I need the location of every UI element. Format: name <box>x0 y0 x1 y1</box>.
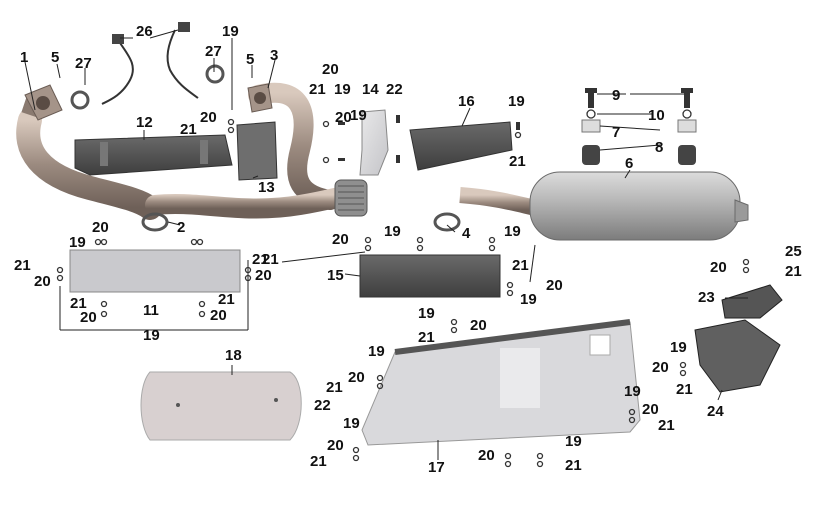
part-label: 20 <box>200 109 217 126</box>
part-label: 21 <box>509 153 526 170</box>
part-label: 20 <box>80 309 97 326</box>
part-label: 19 <box>222 23 239 40</box>
part-label: 17 <box>428 459 445 476</box>
part-label: 19 <box>418 305 435 322</box>
heat-shield-part-13 <box>236 121 278 181</box>
part-label: 19 <box>343 415 360 432</box>
part-label: 21 <box>512 257 529 274</box>
part-label: 20 <box>322 61 339 78</box>
part-label: 14 <box>362 81 379 98</box>
part-label: 23 <box>698 289 715 306</box>
part-label: 19 <box>143 327 160 344</box>
part-label: 20 <box>34 273 51 290</box>
part-label: 11 <box>143 302 159 319</box>
part-label: 19 <box>384 223 401 240</box>
part-label: 19 <box>334 81 351 98</box>
part-label: 1 <box>20 49 28 66</box>
part-label: 21 <box>310 453 327 470</box>
part-label: 21 <box>309 81 326 98</box>
part-label: 21 <box>658 417 675 434</box>
part-label: 19 <box>565 433 582 450</box>
part-label: 10 <box>648 107 665 124</box>
part-label: 21 <box>70 295 87 312</box>
part-label: 15 <box>327 267 344 284</box>
part-label: 5 <box>246 51 254 68</box>
part-label: 13 <box>258 179 275 196</box>
part-label: 21 <box>218 291 235 308</box>
part-label: 21 <box>565 457 582 474</box>
part-label: 19 <box>368 343 385 360</box>
header-pipe-part-3 <box>247 82 340 210</box>
part-label: 20 <box>546 277 563 294</box>
part-label: 20 <box>92 219 109 236</box>
skid-plate-part-17 <box>361 319 641 446</box>
part-label: 20 <box>642 401 659 418</box>
part-label: 9 <box>612 87 620 104</box>
part-label: 16 <box>458 93 475 110</box>
part-label: 26 <box>136 23 153 40</box>
part-label: 12 <box>136 114 153 131</box>
part-label: 3 <box>270 47 278 64</box>
part-label: 19 <box>520 291 537 308</box>
leader-lines <box>24 29 748 460</box>
part-label: 27 <box>75 55 92 72</box>
bracket-part-23 <box>721 284 783 319</box>
part-label: 21 <box>676 381 693 398</box>
part-label: 20 <box>255 267 272 284</box>
heat-shield-part-12 <box>74 134 233 176</box>
part-label: 5 <box>51 49 59 66</box>
part-label: 21 <box>785 263 802 280</box>
part-label: 20 <box>210 307 227 324</box>
part-label: 20 <box>470 317 487 334</box>
heat-shield-part-15 <box>359 254 501 298</box>
part-label: 6 <box>625 155 633 172</box>
part-label: 25 <box>785 243 802 260</box>
header-pipe-part-1 <box>16 84 162 220</box>
mount-parts-7-8-10 <box>581 88 697 165</box>
part-label: 20 <box>478 447 495 464</box>
part-label: 19 <box>670 339 687 356</box>
clamps-part-2-4 <box>141 212 461 232</box>
part-label: 21 <box>252 251 269 268</box>
part-label: 21 <box>180 121 197 138</box>
bracket-part-24 <box>694 319 781 393</box>
part-label: 7 <box>612 124 620 141</box>
part-label: 22 <box>386 81 403 98</box>
part-label: 20 <box>348 369 365 386</box>
part-label: 20 <box>652 359 669 376</box>
mid-pipe <box>145 179 547 219</box>
part-label: 20 <box>332 231 349 248</box>
part-label: 24 <box>707 403 724 420</box>
heat-shield-part-11 <box>69 249 241 293</box>
muffler-part-6 <box>529 171 749 241</box>
heat-shield-part-16 <box>409 121 513 171</box>
part-label: 22 <box>314 397 331 414</box>
part-label: 19 <box>504 223 521 240</box>
part-label: 8 <box>655 139 663 156</box>
part-label: 20 <box>335 109 352 126</box>
part-label: 21 <box>418 329 435 346</box>
part-label: 21 <box>262 251 279 268</box>
part-number-labels: 1 5 27 26 19 27 5 3 20 21 19 14 22 16 19… <box>14 23 802 476</box>
part-label: 19 <box>624 383 641 400</box>
part-label: 21 <box>326 379 343 396</box>
part-label: 19 <box>508 93 525 110</box>
part-label: 19 <box>69 234 86 251</box>
part-label: 20 <box>710 259 727 276</box>
part-label: 4 <box>462 225 471 242</box>
fasteners <box>56 115 750 468</box>
oxygen-sensors-part-26 <box>70 22 225 110</box>
part-label: 18 <box>225 347 242 364</box>
skid-plate-part-18 <box>140 371 302 441</box>
part-label: 19 <box>350 107 367 124</box>
part-label: 21 <box>14 257 31 274</box>
bracket-part-14 <box>359 109 389 176</box>
part-label: 20 <box>327 437 344 454</box>
part-label: 27 <box>205 43 222 60</box>
part-label: 2 <box>177 219 185 236</box>
